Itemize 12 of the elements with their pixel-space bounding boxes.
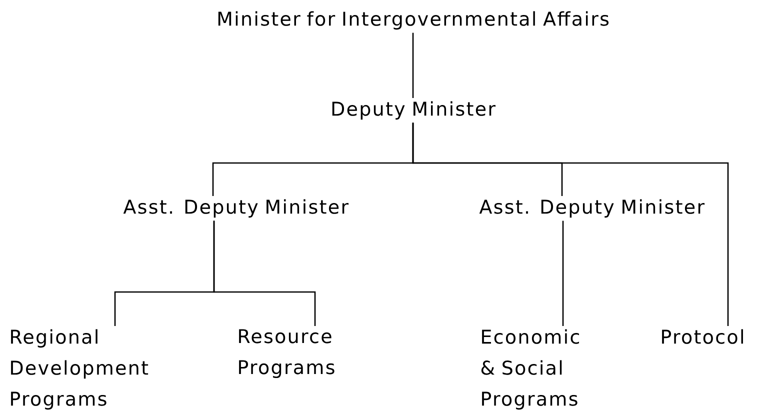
org-unit-label: Regional Development Programs bbox=[11, 329, 148, 410]
connector-line bbox=[562, 220, 564, 326]
org-unit-label: Resource Programs bbox=[239, 329, 334, 378]
org-unit-label: Asst. Deputy Minister bbox=[123, 199, 349, 218]
connector-line bbox=[412, 32, 414, 98]
org-unit-label: Economic & Social Programs bbox=[481, 329, 579, 410]
org-unit-label: Asst. Deputy Minister bbox=[479, 199, 705, 218]
connector-line bbox=[213, 220, 316, 326]
org-unit-label: Deputy Minister bbox=[332, 101, 496, 120]
org-unit-label: Minister for Intergovernmental Affairs bbox=[218, 11, 609, 30]
connector-line bbox=[412, 122, 729, 326]
org-unit-label: Protocol bbox=[662, 329, 743, 344]
